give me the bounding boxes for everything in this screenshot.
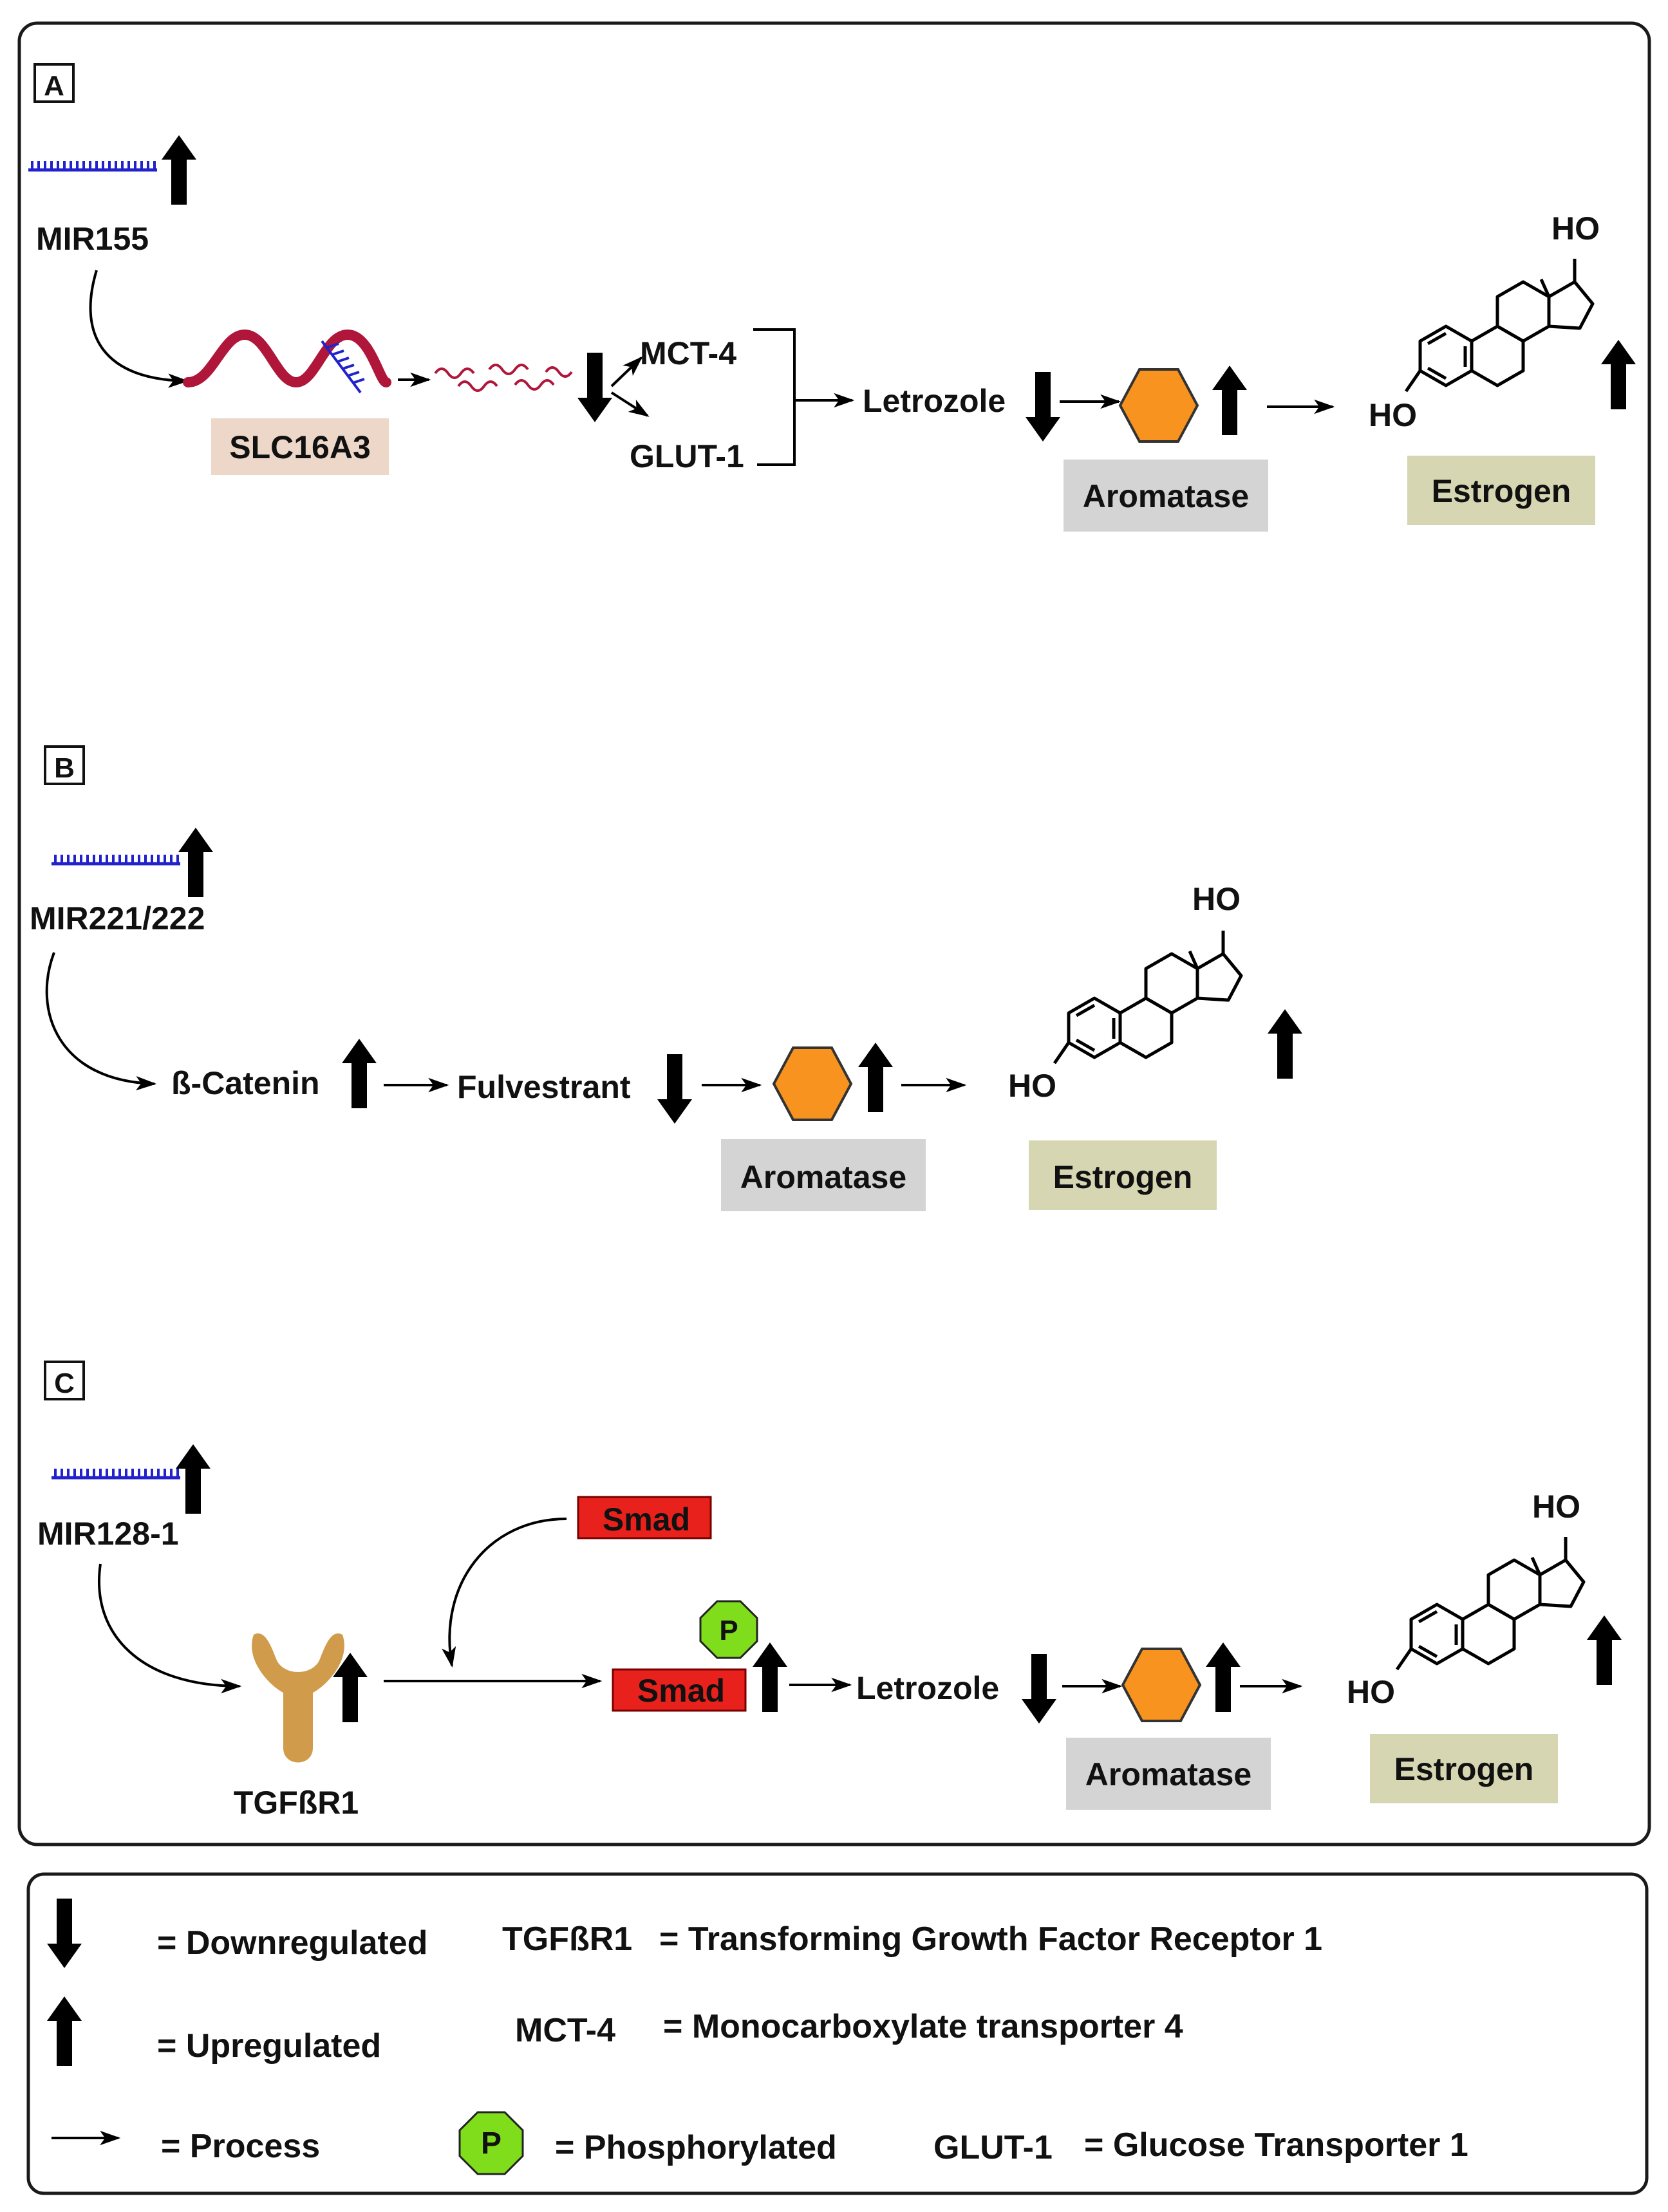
panel-b: B MIR221/222 ß-Catenin Fulvestrant Aroma…	[30, 745, 1302, 1211]
estrogen-c-label: Estrogen	[1394, 1751, 1534, 1787]
panel-a-letter: A	[44, 70, 64, 102]
aromatase-c-label: Aromatase	[1085, 1756, 1251, 1792]
to-mct4-arrow	[610, 356, 643, 387]
estrogen-c-ho-left: HO	[1347, 1674, 1395, 1710]
phospho-c-icon	[699, 1600, 758, 1659]
mct4-glut1-bracket	[753, 328, 796, 466]
panel-a: A MIR155 SLC16A3 MCT-4 GLUT-1	[28, 63, 1636, 532]
bound-mirna-icon	[321, 340, 365, 394]
slc16a3-label: SLC16A3	[229, 429, 371, 465]
mct4-label: MCT-4	[640, 335, 736, 371]
mir221-to-catenin-arrow	[45, 952, 157, 1091]
slc16a3-mrna-icon	[183, 329, 391, 388]
smad-free-label: Smad	[603, 1501, 690, 1538]
mir155-label: MIR155	[36, 221, 149, 257]
smad-bound-label: Smad	[637, 1673, 725, 1709]
panel-a-letter-box	[33, 63, 75, 103]
panel-b-letter: B	[54, 752, 75, 784]
legend-phosphorylated: = Phosphorylated	[555, 2129, 837, 2166]
mir128-label: MIR128-1	[37, 1516, 179, 1552]
legend-phospho-symbol: P	[481, 2126, 501, 2161]
legend-phospho-icon	[458, 2111, 524, 2175]
mir128-to-receptor-arrow	[98, 1563, 242, 1694]
aromatase-a-label-bg	[1064, 460, 1268, 532]
smad-recruit-arrow	[442, 1518, 567, 1668]
slc16a3-label-bg	[211, 418, 389, 475]
estrogen-b-ho-left: HO	[1008, 1068, 1056, 1104]
degraded-mrna-icon	[434, 364, 573, 392]
panel-c-letter: C	[54, 1368, 75, 1399]
phospho-c-label: P	[719, 1615, 738, 1646]
glut1-label: GLUT-1	[630, 438, 744, 474]
legend-border	[26, 1872, 1649, 2195]
estrogen-c-label-bg	[1370, 1734, 1558, 1803]
estrogen-a-label: Estrogen	[1432, 473, 1571, 509]
main-panel-border	[17, 21, 1651, 1846]
to-glut1-arrow	[610, 391, 650, 417]
letrozole-c-label: Letrozole	[856, 1670, 999, 1706]
estrogen-a-label-bg	[1407, 456, 1595, 525]
tgfbr1-receptor-icon	[252, 1633, 344, 1763]
estrogen-b-label-bg	[1029, 1140, 1217, 1210]
legend-tgf-def: = Transforming Growth Factor Receptor 1	[659, 1920, 1322, 1958]
mir155-to-slc16a3-arrow	[89, 270, 189, 388]
estrogen-a-ho-left: HO	[1369, 397, 1417, 433]
aromatase-b-label-bg	[721, 1139, 926, 1211]
panel-c-letter-box	[44, 1361, 85, 1400]
legend-tgf-abbr: TGFßR1	[502, 1920, 632, 1958]
catenin-label: ß-Catenin	[171, 1065, 320, 1101]
fulvestrant-label: Fulvestrant	[457, 1069, 631, 1105]
legend: = Downregulated = Upregulated = Process …	[26, 1872, 1649, 2195]
aromatase-b-label: Aromatase	[740, 1159, 906, 1195]
panel-c: C MIR128-1 TGFßR1 Smad P Smad Letrozole …	[37, 1361, 1622, 1821]
smad-free-box	[577, 1496, 712, 1539]
estrogen-a-ho-top: HO	[1551, 210, 1600, 246]
legend-mct-abbr: MCT-4	[515, 2012, 615, 2049]
tgfbr1-label: TGFßR1	[234, 1785, 359, 1821]
legend-mct-def: = Monocarboxylate transporter 4	[663, 2008, 1183, 2045]
mir221-label: MIR221/222	[30, 900, 205, 936]
estrogen-b-label: Estrogen	[1053, 1159, 1193, 1195]
legend-glut-abbr: GLUT-1	[933, 2129, 1053, 2166]
smad-bound-box	[612, 1668, 747, 1712]
legend-upregulated: = Upregulated	[157, 2027, 381, 2065]
legend-downregulated: = Downregulated	[157, 1924, 427, 1962]
letrozole-a-label: Letrozole	[863, 383, 1006, 419]
legend-process: = Process	[161, 2128, 320, 2165]
panel-b-letter-box	[44, 745, 85, 785]
legend-glut-def: = Glucose Transporter 1	[1084, 2126, 1468, 2164]
aromatase-c-label-bg	[1066, 1738, 1271, 1810]
estrogen-c-ho-top: HO	[1532, 1489, 1580, 1525]
aromatase-a-label: Aromatase	[1083, 478, 1249, 514]
estrogen-b-ho-top: HO	[1192, 881, 1241, 917]
